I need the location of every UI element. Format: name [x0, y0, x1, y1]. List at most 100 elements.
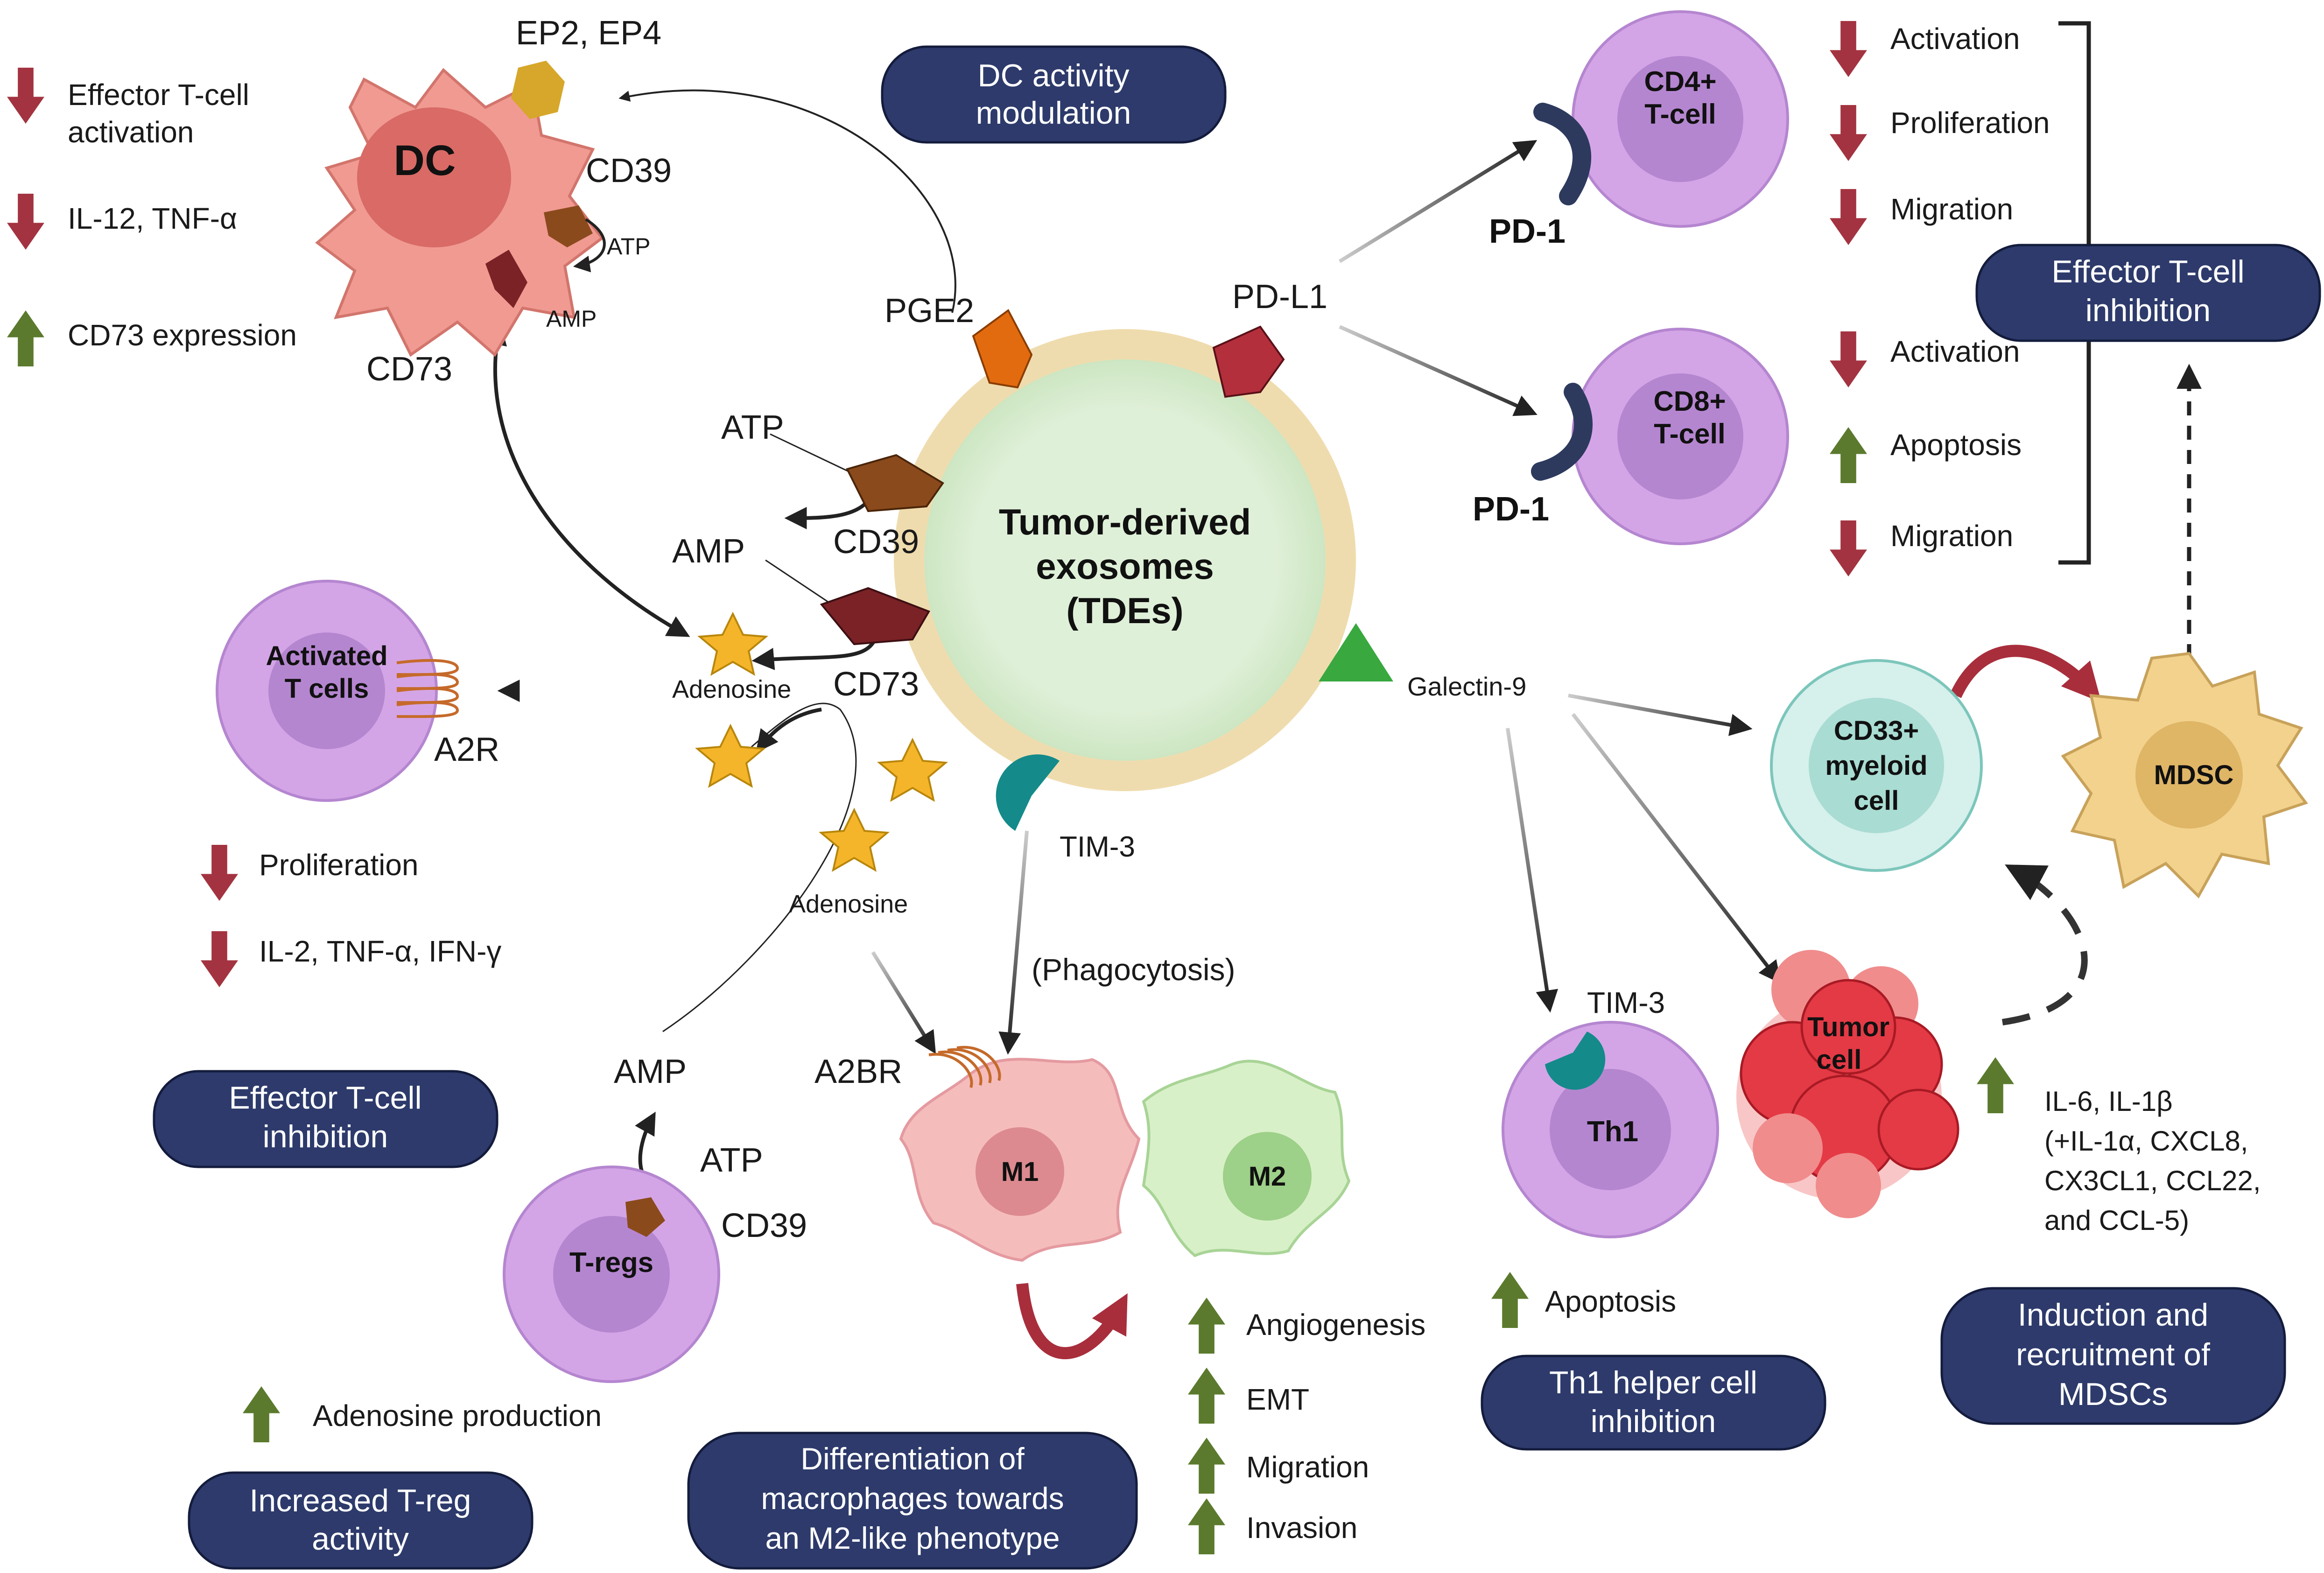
dc-effect-1-line1: Effector T-cell — [68, 78, 249, 112]
mac-effect-1: Angiogenesis — [1246, 1308, 1425, 1341]
mdsc-cell: MDSC — [2061, 652, 2308, 899]
cd33-myeloid-cell: CD33+ myeloid cell — [1770, 659, 1983, 872]
cd4-effects: Activation Proliferation Migration — [1830, 21, 2050, 245]
up-arrow-icon — [1977, 1057, 2014, 1113]
pill-macrophage-diff: Differentiation of macrophages towards a… — [687, 1432, 1138, 1570]
dc-effects: Effector T-cell activation IL-12, TNF-α … — [7, 68, 297, 366]
a2r-label: A2R — [434, 731, 499, 768]
amp-dc-label: AMP — [546, 306, 597, 332]
pdl1-ligand-icon — [1212, 325, 1285, 398]
up-arrow-icon — [1491, 1272, 1529, 1328]
cd8-label-1: CD8+ — [1653, 386, 1726, 417]
treg-effect-1: Adenosine production — [313, 1399, 602, 1433]
pill-macrophage-line3: an M2-like phenotype — [765, 1521, 1060, 1555]
dc-label: DC — [394, 137, 456, 184]
pill-mdsc-induction: Induction and recruitment of MDSCs — [1940, 1287, 2286, 1425]
pill-dc-activity-line1: DC activity — [978, 58, 1130, 93]
pill-treg-activity-line2: activity — [312, 1521, 409, 1557]
pill-macrophage-line1: Differentiation of — [800, 1441, 1025, 1476]
cd4-effect-3: Migration — [1890, 192, 2013, 226]
m1-to-m2-red-arrow — [1016, 1283, 1128, 1359]
tim3-th1-receptor-icon — [1545, 1032, 1606, 1090]
mdsc-label: MDSC — [2154, 760, 2234, 790]
pill-effector-left-line1: Effector T-cell — [229, 1080, 421, 1116]
galectin9-icon — [1319, 623, 1393, 681]
m2-macrophage: M2 — [1142, 1060, 1351, 1257]
pill-effector-right-line2: inhibition — [2085, 293, 2211, 328]
cd39-treg-label: CD39 — [721, 1207, 807, 1244]
cd39-tde-label: CD39 — [833, 523, 919, 561]
pdl1-label: PD-L1 — [1232, 278, 1327, 316]
cd8-effect-1: Activation — [1890, 335, 2020, 368]
pd1-receptor-icon — [1533, 103, 1592, 205]
dc-cell: DC — [315, 61, 606, 357]
adenosine-to-a2br-arrow — [871, 951, 936, 1054]
adenosine-star-icon — [877, 737, 948, 802]
pill-th1-line1: Th1 helper cell — [1549, 1365, 1757, 1400]
cd39-enzyme-icon — [846, 454, 944, 513]
cd8-effects: Activation Apoptosis Migration — [1830, 331, 2022, 576]
activated-t-effect-1: Proliferation — [259, 848, 419, 882]
mac-effect-4: Invasion — [1246, 1511, 1357, 1545]
pill-dc-activity: DC activity modulation — [881, 45, 1227, 144]
mac-effect-2: EMT — [1246, 1383, 1309, 1416]
down-arrow-icon — [1830, 105, 1867, 161]
cd39-dc-icon — [544, 205, 593, 247]
pill-mdsc-line2: recruitment of — [2016, 1337, 2210, 1372]
cd39-to-amp-arrow — [784, 493, 875, 529]
tumor-cell-cluster: Tumor cell — [1736, 950, 1959, 1218]
cd4-label-2: T-cell — [1644, 98, 1716, 130]
pill-effector-right-line1: Effector T-cell — [2051, 254, 2244, 289]
galectin-to-tumor-arrow — [1571, 713, 1781, 984]
dc-effect-3: CD73 expression — [68, 318, 297, 352]
dc-atp-loop-arrow — [573, 218, 606, 273]
adenosine-stars — [695, 611, 948, 872]
down-arrow-icon — [7, 68, 44, 124]
cd33-to-mdsc-red-arrow — [1950, 645, 2102, 702]
pill-th1-inhibition: Th1 helper cell inhibition — [1481, 1355, 1826, 1451]
amp-tde-label: AMP — [672, 533, 745, 570]
dc-labels: EP2, EP4 CD39 ATP AMP CD73 — [366, 14, 672, 388]
a2br-receptor-icon — [928, 1046, 1001, 1088]
adenosine-star-icon — [697, 611, 769, 676]
ep2-ep4-label: EP2, EP4 — [516, 14, 661, 52]
up-arrow-icon — [1188, 1298, 1225, 1354]
pd1-top-label: PD-1 — [1489, 213, 1566, 250]
tim3-receptor-icon — [996, 754, 1060, 831]
up-arrow-icon — [1188, 1498, 1225, 1554]
tde-label-1: Tumor-derived — [999, 501, 1251, 542]
treg-cell: T-regs — [503, 1166, 720, 1383]
cd73-enzyme-icon — [820, 587, 930, 646]
atp-tde-label: ATP — [721, 409, 784, 446]
up-arrow-icon — [7, 310, 44, 366]
up-arrow-icon — [1188, 1368, 1225, 1424]
down-arrow-icon — [7, 194, 44, 250]
atp-dc-label: ATP — [607, 233, 651, 260]
pill-mdsc-line3: MDSCs — [2058, 1376, 2168, 1412]
treg-effects: Adenosine production — [243, 1386, 602, 1442]
activated-t-label-1: Activated — [266, 641, 387, 671]
activated-t-effect-2: IL-2, TNF-α, IFN-γ — [259, 934, 501, 968]
tim3-tde-label: TIM-3 — [1060, 831, 1135, 863]
down-arrow-icon — [1830, 331, 1867, 387]
cd73-adenosine-arrow — [484, 322, 690, 637]
down-arrow-icon — [1830, 189, 1867, 245]
adenosine-label-2: Adenosine — [789, 890, 908, 918]
cd8-label-2: T-cell — [1654, 418, 1725, 449]
galectin9-label: Galectin-9 — [1407, 672, 1526, 701]
pill-dc-activity-line2: modulation — [976, 95, 1131, 131]
pill-treg-activity-line1: Increased T-reg — [249, 1483, 471, 1518]
pd1-receptor-icon — [1531, 383, 1593, 481]
adenosine-star-icon — [818, 808, 890, 872]
mac-effect-3: Migration — [1246, 1450, 1369, 1484]
treg-labels: AMP ATP CD39 — [614, 1053, 807, 1244]
pge2-label: PGE2 — [885, 292, 974, 330]
cd8-effect-3: Migration — [1890, 519, 2013, 553]
th1-cell: Th1 TIM-3 — [1502, 986, 1719, 1238]
galectin-to-th1-arrow — [1506, 728, 1559, 1013]
tumor-label-2: cell — [1817, 1045, 1862, 1075]
tumor-effect-line-3: CX3CL1, CCL22, — [2044, 1165, 2261, 1196]
up-arrow-icon — [1188, 1438, 1225, 1494]
cd4-t-cell: CD4+ T-cell PD-1 — [1489, 10, 1789, 250]
